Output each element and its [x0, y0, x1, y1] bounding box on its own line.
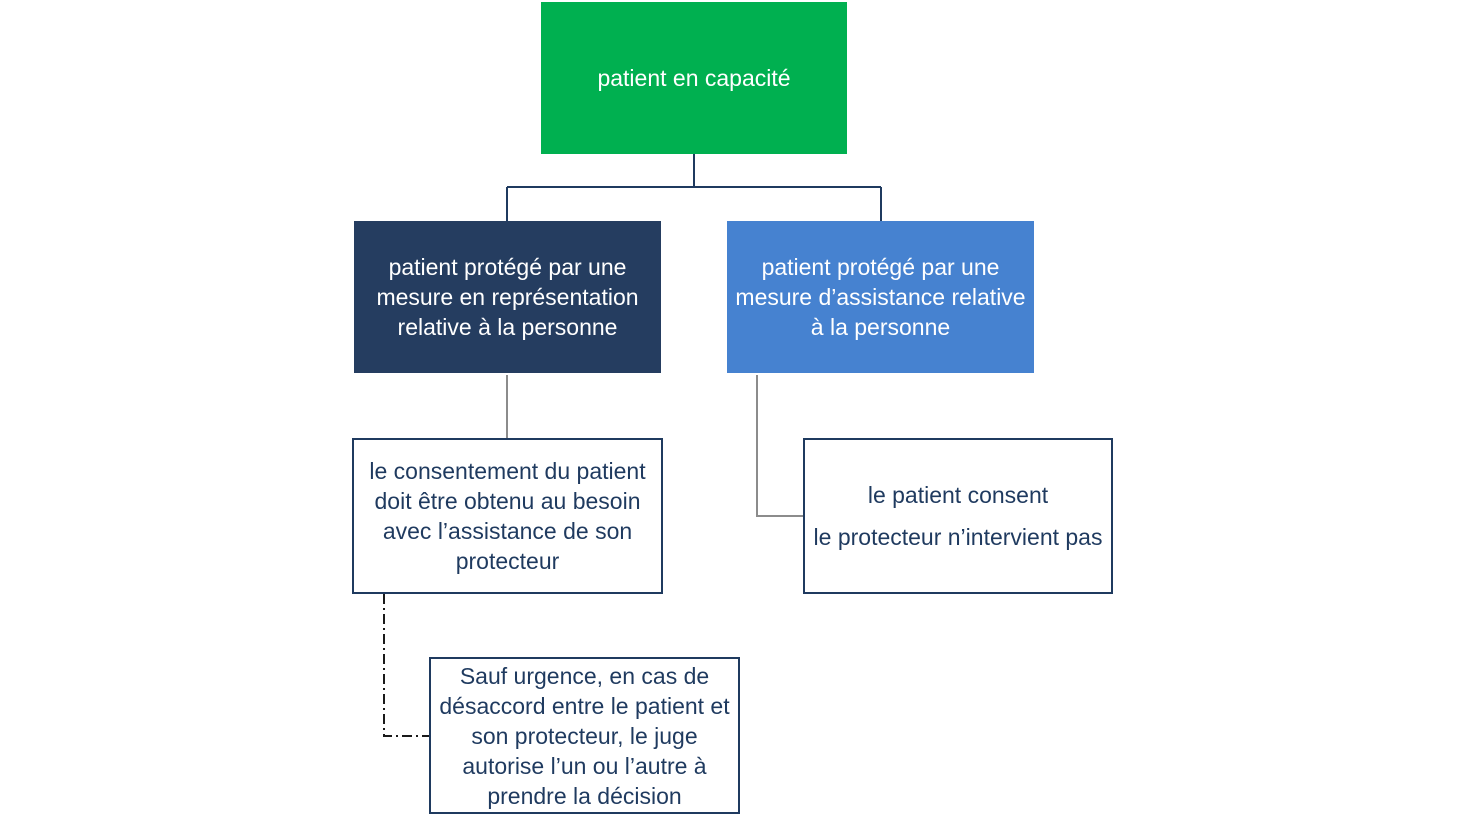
- representation-node-label: patient protégé par une mesure en représ…: [376, 254, 639, 340]
- consent-node-label: le consentement du patient doit être obt…: [369, 458, 646, 574]
- assistance-node: patient protégé par une mesure d’assista…: [727, 221, 1034, 373]
- root-node-patient-en-capacite: patient en capacité: [541, 2, 847, 154]
- protector-not-intervening-node: le patient consent le protecteur n’inter…: [803, 438, 1113, 594]
- assistance-to-noint-line: [756, 375, 803, 517]
- representation-node: patient protégé par une mesure en représ…: [354, 221, 661, 373]
- consent-node: le consentement du patient doit être obt…: [352, 438, 663, 594]
- consent-to-judge-dashdot-line: [383, 594, 429, 737]
- root-to-branches-connector: [506, 154, 882, 221]
- assistance-node-label: patient protégé par une mesure d’assista…: [735, 254, 1026, 340]
- secondary-connectors: [506, 375, 803, 517]
- judge-decision-label: Sauf urgence, en cas de désaccord entre …: [439, 662, 730, 809]
- protector-not-intervening-label: le protecteur n’intervient pas: [813, 524, 1103, 550]
- patient-consents-label: le patient consent: [867, 482, 1049, 508]
- judge-decision-node: Sauf urgence, en cas de désaccord entre …: [429, 657, 740, 814]
- root-node-label: patient en capacité: [597, 65, 791, 91]
